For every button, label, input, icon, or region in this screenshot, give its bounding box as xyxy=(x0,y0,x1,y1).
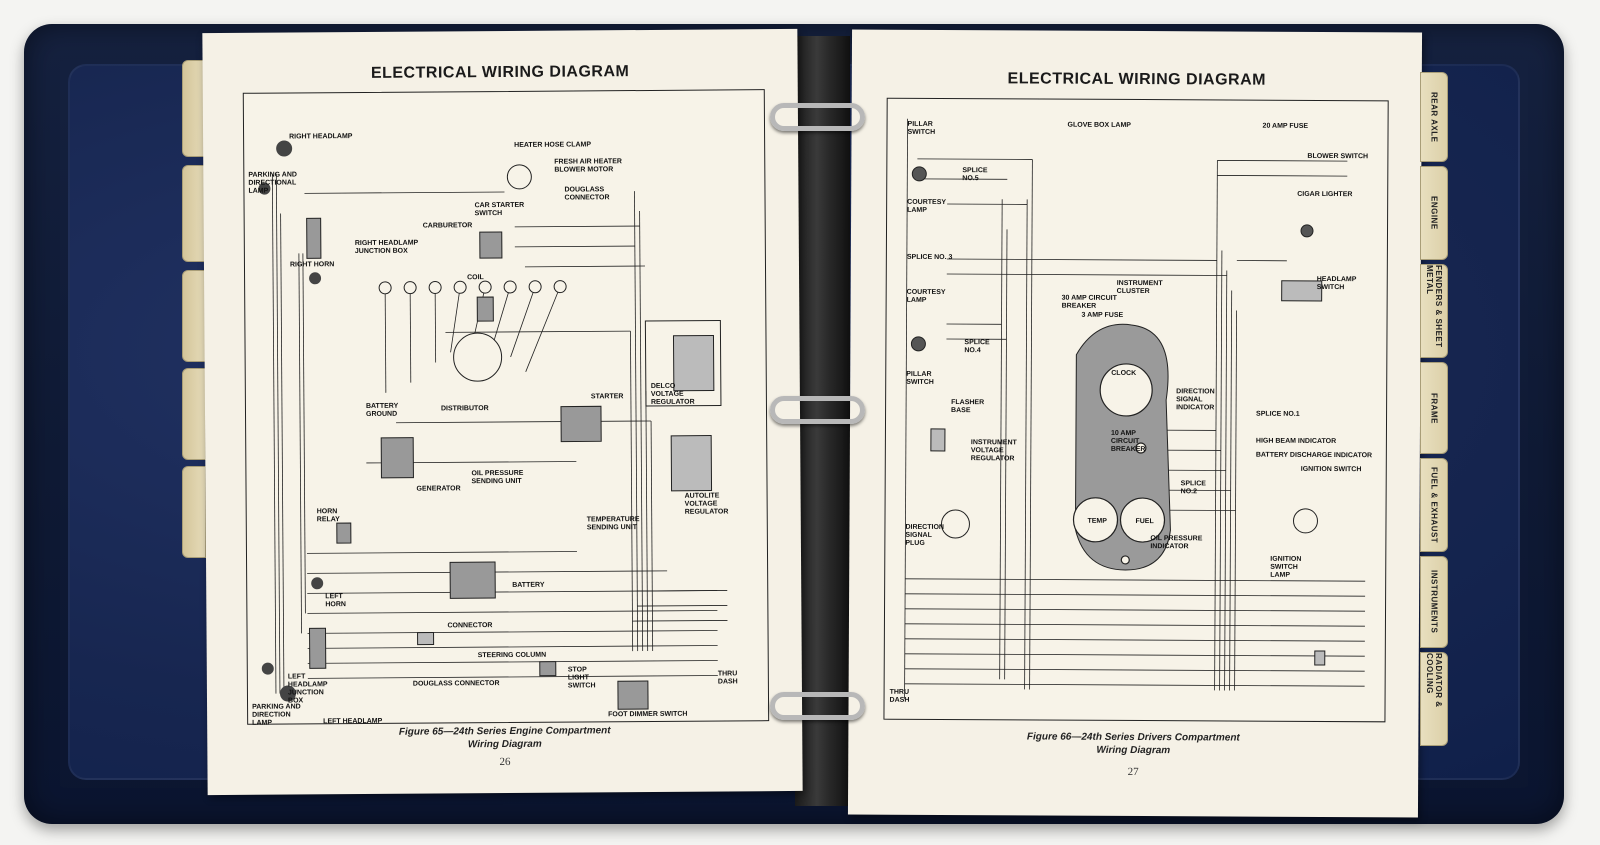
label-steering-column: STEERING COLUMN xyxy=(477,651,547,660)
label-car-starter-switch: CAR STARTER SWITCH xyxy=(474,201,525,218)
drivers-wiring-lines xyxy=(904,118,1366,699)
left-tab xyxy=(182,270,206,362)
label-pillar-switch-bottom: PILLAR SWITCH xyxy=(906,370,934,386)
label-distributor: DISTRIBUTOR xyxy=(440,405,489,413)
label-splice-no-2: SPLICE NO.2 xyxy=(1180,480,1207,496)
label-30-amp-circuit-breaker: 30 AMP CIRCUIT BREAKER xyxy=(1061,294,1117,310)
left-caption-line2: Wiring Diagram xyxy=(467,738,542,751)
tab-label: RADIATOR & COOLING xyxy=(1425,653,1443,708)
label-oil-pressure-sending-unit: OIL PRESSURE SENDING UNIT xyxy=(471,469,524,486)
label-carburetor: CARBURETOR xyxy=(422,222,473,230)
binder-ring-bottom xyxy=(770,692,865,720)
binder-ring-middle xyxy=(770,396,865,424)
left-page: ELECTRICAL WIRING DIAGRAM xyxy=(202,28,803,796)
tab-fuel-exhaust[interactable]: FUEL & EXHAUST xyxy=(1420,458,1448,552)
right-page: ELECTRICAL WIRING DIAGRAM xyxy=(847,29,1423,818)
label-delco-voltage-regulator: DELCO VOLTAGE REGULATOR xyxy=(650,382,695,406)
label-left-horn: LEFT HORN xyxy=(325,593,346,609)
label-10-amp-circuit-breaker: 10 AMP CIRCUIT BREAKER xyxy=(1110,429,1146,454)
tab-label: ENGINE xyxy=(1429,196,1439,230)
label-splice-no-5: SPLICE NO.5 xyxy=(962,167,988,183)
left-tab xyxy=(182,165,206,262)
label-3-amp-fuse: 3 AMP FUSE xyxy=(1081,311,1124,319)
label-right-headlamp-junction-box: RIGHT HEADLAMP JUNCTION BOX xyxy=(354,239,419,256)
label-oil-pressure-indicator: OIL PRESSURE INDICATOR xyxy=(1150,535,1203,551)
tab-label: REAR AXLE xyxy=(1429,91,1439,143)
tab-frame[interactable]: FRAME xyxy=(1420,362,1448,454)
right-page-number: 27 xyxy=(1127,765,1139,779)
label-flasher-base: FLASHER BASE xyxy=(951,399,985,415)
tab-radiator-cooling[interactable]: RADIATOR & COOLING xyxy=(1420,652,1448,746)
left-tab xyxy=(182,466,206,558)
label-starter: STARTER xyxy=(590,393,624,401)
label-blower-switch: BLOWER SWITCH xyxy=(1307,152,1369,161)
label-courtesy-lamp-mid: COURTESY LAMP xyxy=(906,288,946,304)
label-parking-directional-lamp: PARKING AND DIRECTIONAL LAMP xyxy=(248,171,297,195)
left-tab xyxy=(182,60,206,157)
label-heater-hose-clamp: HEATER HOSE CLAMP xyxy=(514,141,592,149)
label-generator: GENERATOR xyxy=(416,485,461,493)
label-headlamp-switch: HEADLAMP SWITCH xyxy=(1316,275,1357,292)
label-splice-no-3: SPLICE NO. 3 xyxy=(906,253,953,262)
right-page-title: ELECTRICAL WIRING DIAGRAM xyxy=(1007,70,1267,89)
label-courtesy-lamp-top: COURTESY LAMP xyxy=(907,198,946,214)
label-battery-discharge-indicator: BATTERY DISCHARGE INDICATOR xyxy=(1255,451,1373,460)
label-foot-dimmer-switch: FOOT DIMMER SWITCH xyxy=(608,710,688,719)
label-instrument-voltage-regulator: INSTRUMENT VOLTAGE REGULATOR xyxy=(970,439,1017,463)
tab-fenders-sheet-metal[interactable]: FENDERS & SHEET METAL xyxy=(1420,264,1448,358)
engine-wiring-diagram: RIGHT HEADLAMP PARKING AND DIRECTIONAL L… xyxy=(242,89,770,727)
label-pillar-switch-top: PILLAR SWITCH xyxy=(907,120,936,136)
left-tab xyxy=(182,368,206,460)
label-splice-no-4: SPLICE NO.4 xyxy=(964,339,990,355)
label-douglass-connector-bottom: DOUGLASS CONNECTOR xyxy=(412,680,500,688)
label-battery-ground: BATTERY GROUND xyxy=(365,402,399,418)
label-20-amp-fuse: 20 AMP FUSE xyxy=(1262,122,1309,130)
left-page-number: 26 xyxy=(499,755,511,769)
label-connector: CONNECTOR xyxy=(447,622,493,630)
label-instrument-cluster: INSTRUMENT CLUSTER xyxy=(1116,279,1163,296)
label-douglass-connector-top: DOUGLASS CONNECTOR xyxy=(564,186,610,202)
label-stop-light-switch: STOP LIGHT SWITCH xyxy=(567,666,596,690)
tab-instruments[interactable]: INSTRUMENTS xyxy=(1420,556,1448,648)
tab-label: FUEL & EXHAUST xyxy=(1429,466,1439,544)
label-right-headlamp: RIGHT HEADLAMP xyxy=(289,133,353,141)
label-horn-relay: HORN RELAY xyxy=(316,508,340,524)
label-fuel: FUEL xyxy=(1135,518,1154,526)
tab-label: FRAME xyxy=(1429,392,1439,424)
label-splice-no-1: SPLICE NO.1 xyxy=(1256,410,1300,418)
tab-label: FENDERS & SHEET METAL xyxy=(1425,265,1443,348)
tab-label: INSTRUMENTS xyxy=(1429,570,1439,634)
label-direction-signal-plug: DIRECTION SIGNAL PLUG xyxy=(905,523,944,547)
label-right-horn: RIGHT HORN xyxy=(289,261,335,269)
label-ignition-switch-lamp: IGNITION SWITCH LAMP xyxy=(1270,555,1302,579)
left-page-title: ELECTRICAL WIRING DIAGRAM xyxy=(370,63,630,82)
label-left-headlamp-junction-box: LEFT HEADLAMP JUNCTION BOX xyxy=(287,673,328,705)
engine-wiring-lines xyxy=(258,140,728,710)
label-ignition-switch: IGNITION SWITCH xyxy=(1300,465,1362,474)
tab-rear-axle[interactable]: REAR AXLE xyxy=(1420,72,1448,162)
label-fresh-air-heater: FRESH AIR HEATER BLOWER MOTOR xyxy=(554,158,622,174)
tab-engine[interactable]: ENGINE xyxy=(1420,166,1448,260)
label-battery: BATTERY xyxy=(512,581,545,589)
label-autolite-voltage-regulator: AUTOLITE VOLTAGE REGULATOR xyxy=(684,492,729,516)
drivers-compartment-wiring-diagram: PILLAR SWITCH GLOVE BOX LAMP 20 AMP FUSE… xyxy=(883,97,1389,723)
right-caption-line2: Wiring Diagram xyxy=(1096,744,1171,757)
label-glove-box-lamp: GLOVE BOX LAMP xyxy=(1067,121,1131,129)
label-coil: COIL xyxy=(467,274,484,282)
label-cigar-lighter: CIGAR LIGHTER xyxy=(1297,190,1353,199)
label-thru-dash-right: THRU DASH xyxy=(889,688,910,704)
label-parking-direction-lamp: PARKING AND DIRECTION LAMP xyxy=(252,703,301,727)
label-direction-signal-indicator: DIRECTION SIGNAL INDICATOR xyxy=(1176,388,1215,412)
label-temperature-sending-unit: TEMPERATURE SENDING UNIT xyxy=(586,516,640,532)
label-clock: CLOCK xyxy=(1111,369,1137,378)
label-thru-dash-left: THRU DASH xyxy=(717,670,738,686)
label-high-beam-indicator: HIGH BEAM INDICATOR xyxy=(1255,437,1337,446)
binder-ring-top xyxy=(770,103,865,131)
label-temp: TEMP xyxy=(1087,517,1107,525)
